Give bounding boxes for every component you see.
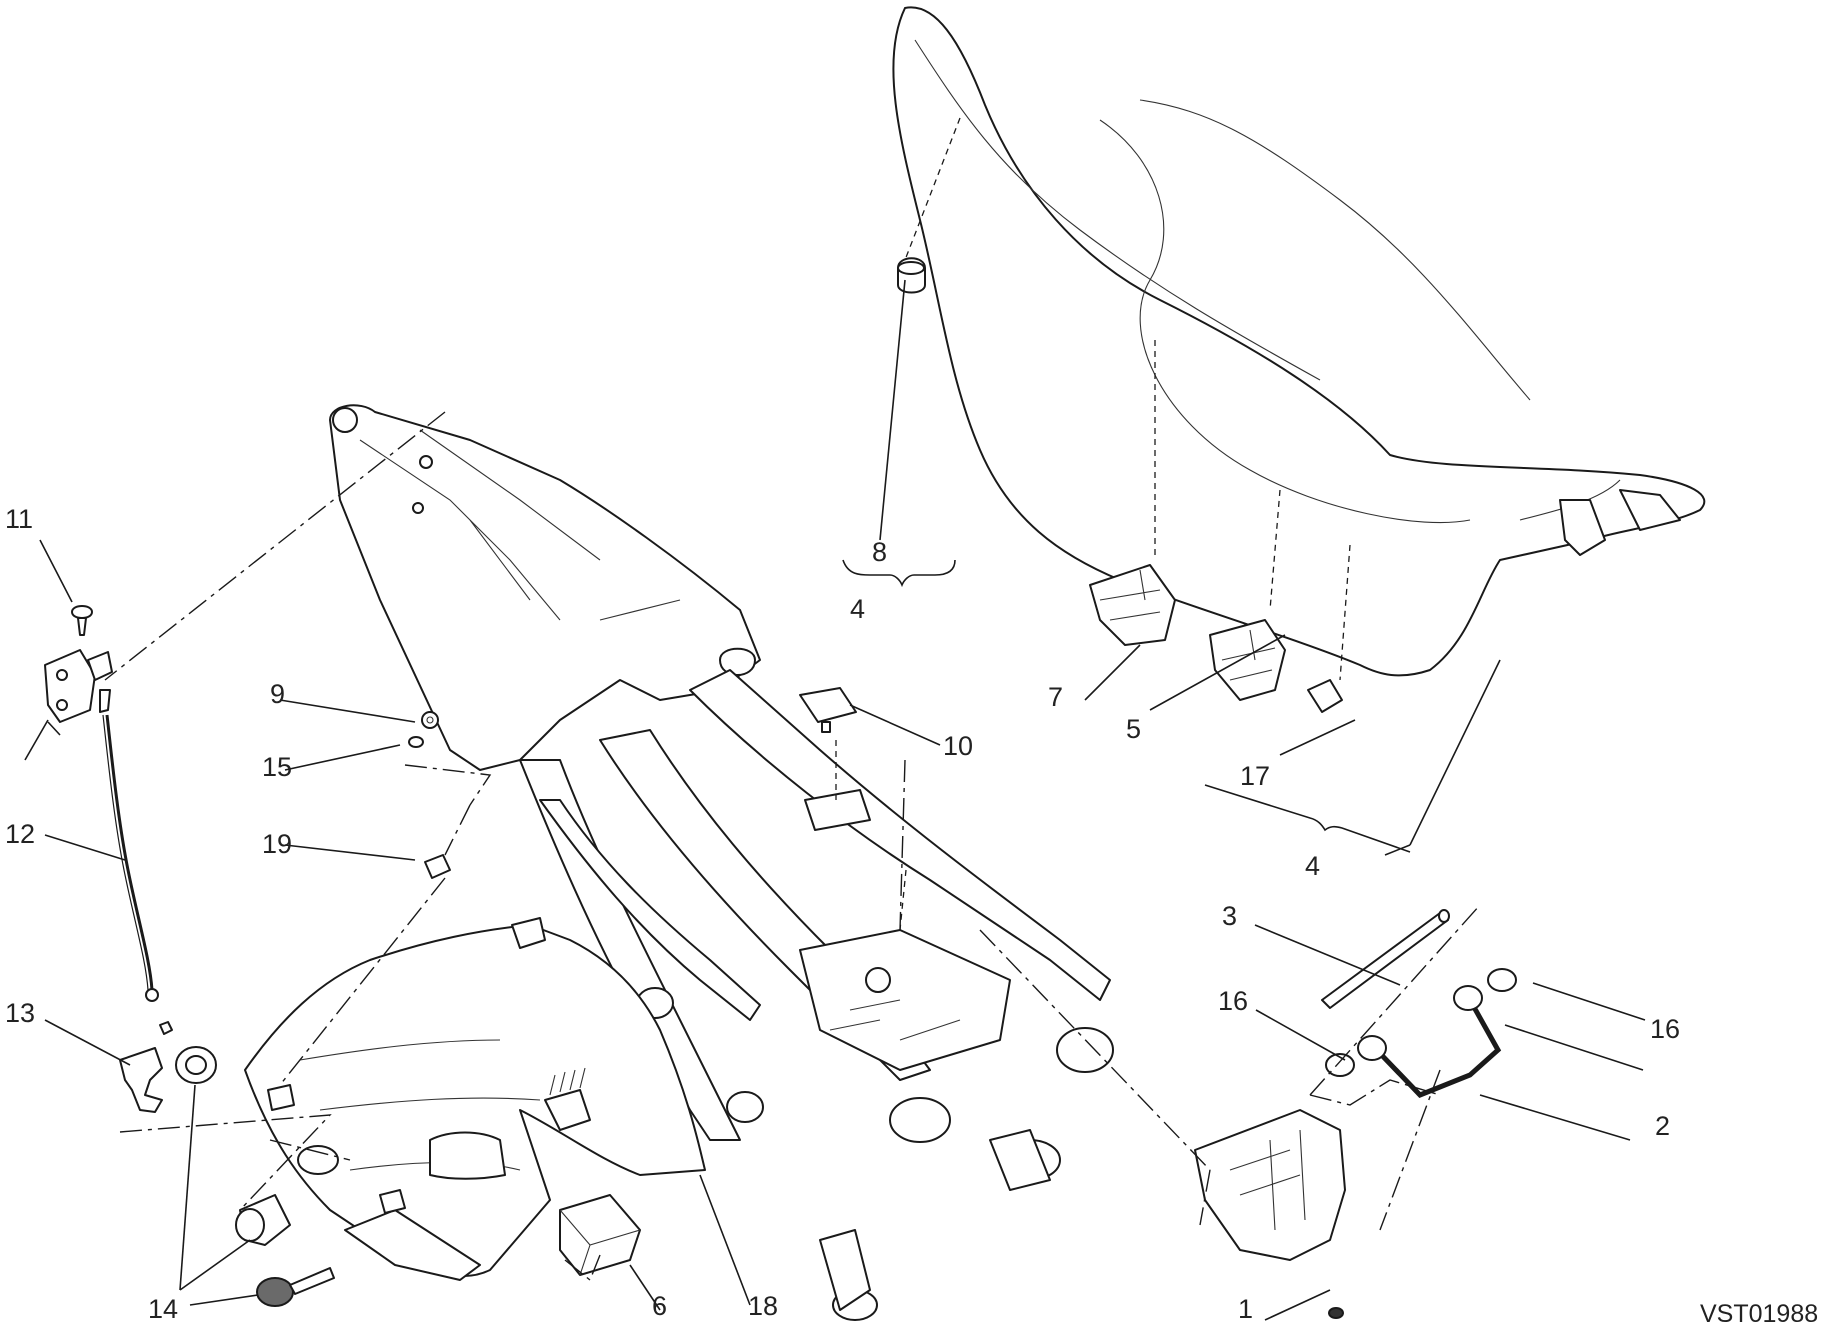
small-hardware [408,711,451,879]
reference-code: VST01988 [1700,1300,1818,1328]
callout-19: 19 [262,829,292,859]
seat-hook-2 [1325,968,1517,1098]
callout-3: 3 [1222,901,1237,931]
rubber-pad-6 [559,1194,641,1276]
seat-clip-17 [1307,679,1343,713]
seat-bracket-7 [1089,564,1176,646]
callout-4-lower: 4 [1305,851,1320,881]
callout-10: 10 [943,731,973,761]
seat-bracket-5 [1209,619,1286,701]
callout-2: 2 [1655,1111,1670,1141]
callout-16-right: 16 [1650,1014,1680,1044]
callout-labels: 1 2 3 4 4 5 6 7 8 9 10 11 12 13 14 15 16… [5,504,1818,1328]
lock-assembly [44,605,335,1307]
rear-subframe [329,404,1114,1321]
callout-11: 11 [5,504,33,534]
callout-7: 7 [1048,682,1063,712]
callout-5: 5 [1126,714,1141,744]
callout-13: 13 [5,998,35,1028]
callout-8: 8 [872,537,887,567]
callout-1: 1 [1238,1294,1253,1324]
leader-lines [24,279,1646,1321]
seat-pin-3 [1321,909,1450,1009]
seat-lock-bracket [1194,1109,1346,1319]
assembly-lines [104,411,1481,1282]
callout-9: 9 [270,679,285,709]
brace-4-upper [842,559,956,588]
callout-18: 18 [748,1291,778,1321]
callout-16-left: 16 [1218,986,1248,1016]
callout-15: 15 [262,752,292,782]
callout-12: 12 [5,819,35,849]
callout-6: 6 [652,1291,667,1321]
callout-14: 14 [148,1294,178,1324]
cover-panel [244,917,706,1281]
brace-4-lower [1204,784,1411,853]
seat-rubber-bumper [897,257,926,294]
callout-4-upper: 4 [850,594,865,624]
seat [892,6,1706,681]
callout-17: 17 [1240,761,1270,791]
